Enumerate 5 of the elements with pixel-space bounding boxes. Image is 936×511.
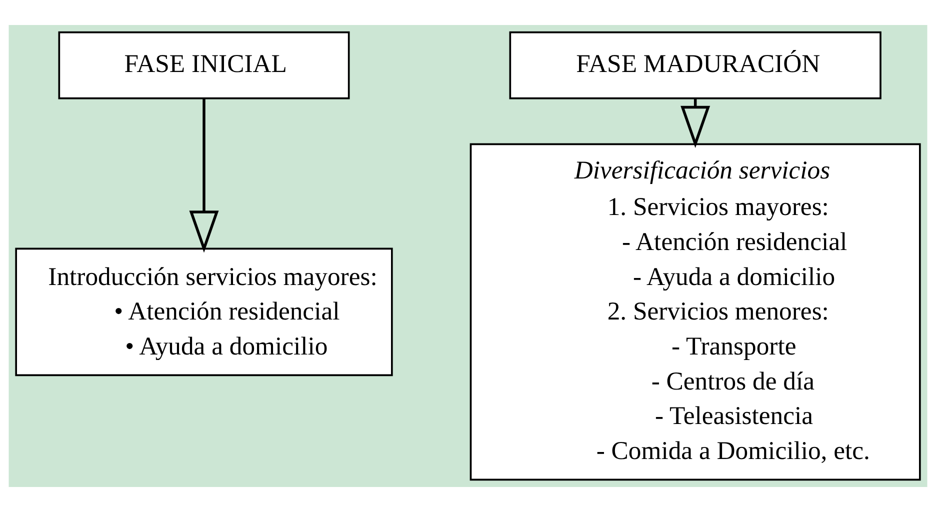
node-box: FASE INICIAL — [58, 30, 350, 99]
node-box: Diversificación servicios 1. Servicios mayores: - Atención residencial - Ayuda a domicilio 2. Servicios menores: - Transporte - Centros de día - Teleasistencia - Comida a Domicilio, etc. — [470, 142, 921, 480]
arrow — [189, 98, 219, 252]
node-box: Introducción servicios mayores: • Atención residencial • Ayuda a domicilio — [15, 247, 393, 376]
node-box: FASE MADURACIÓN — [509, 30, 882, 99]
